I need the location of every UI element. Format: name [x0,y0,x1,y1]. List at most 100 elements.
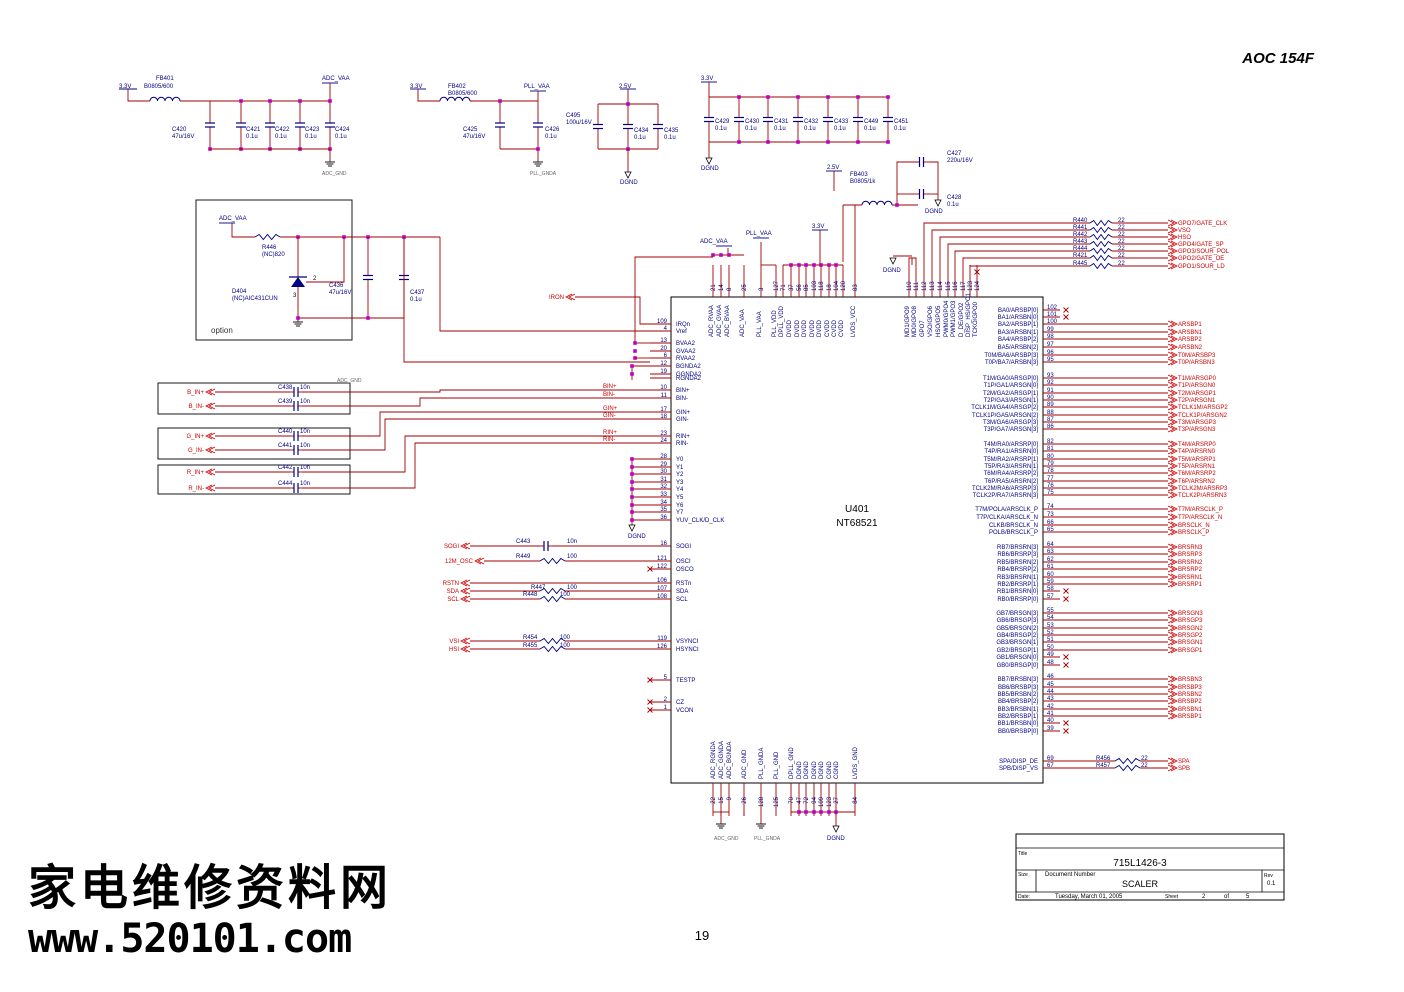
wire [439,237,650,332]
label: 100 [567,585,578,591]
label: Tuesday, March 01, 2005 [1055,894,1123,900]
net-label: GPO1/SOUR_LD [1178,264,1225,270]
pin-number: 56 [797,284,803,291]
rail-label: 2.5V [827,165,839,171]
label: C425 [463,127,478,133]
input-group-box [157,427,351,460]
label: 100 [560,592,571,598]
pin-number: 4 [664,326,668,332]
pin-number: 44 [1047,689,1054,695]
pin-name: GB2/BRSGP[1] [997,648,1039,654]
pin-number: 116 [953,281,959,291]
pin-number: 82 [1047,439,1054,445]
net-flag [1167,425,1178,433]
junction [630,465,634,469]
pin-number: 107 [657,586,668,592]
label: R441 [1073,225,1088,231]
pin-name: GIN- [676,417,689,423]
net-label: ADC_VAA [322,76,350,82]
label: C438 [278,385,293,391]
junction [630,518,634,522]
pin-name: ADC_BVAA [725,305,731,337]
net-flag [1167,521,1178,529]
pin-number: 104 [834,280,840,291]
net-flag [1167,226,1178,234]
pin-number: 69 [1047,756,1054,762]
label: R443 [1073,239,1088,245]
pin-number: 65 [1047,527,1054,533]
label: C423 [305,127,320,133]
label: 0.1u [804,126,816,132]
no-connect [1063,720,1069,726]
pin-number: 120 [841,280,847,291]
rail-label: 3.3V [701,76,713,82]
junction [827,263,831,267]
gnd-label: DGND [827,836,845,842]
wire [923,222,1090,265]
resistor [1089,247,1113,255]
pin-number: 47 [797,796,803,803]
pin-name: GB1/BRSGN[0] [996,655,1038,661]
label: 5 [1246,894,1250,900]
wire [302,397,650,407]
pin-name: BB4/BRSBP[2] [998,699,1038,705]
pin-name: LVDS_GND [853,746,859,779]
net-flag [474,557,485,565]
chip-part: NT68521 [836,518,878,529]
net-flag [1167,573,1178,581]
pin-number: 123 [827,796,833,807]
pin-name: TCLK1P/GA5/ARSGN[2] [972,413,1038,419]
pin-name: GB6/BRSGP[3] [997,618,1039,624]
pin-name: BB5/BRSBN[2] [998,692,1039,698]
pin-name: GB7/BRSGN[3] [996,611,1038,617]
pin-name: OSCO [676,567,694,573]
pin-number: 109 [819,796,825,807]
pin-number: 125 [774,796,780,807]
wire [962,257,1090,265]
gnd-label: ADC_GND [714,836,739,842]
junction [630,457,634,461]
net-flag [1167,697,1178,705]
model-title: AOC 154F [1241,50,1315,67]
pin-number: 36 [660,515,667,521]
pin-name: BB7/BRSBN[3] [998,677,1039,683]
junction [536,147,540,151]
net-label: B_IN- [189,404,204,410]
pin-number: 119 [657,636,667,642]
label: C426 [545,127,560,133]
net-label: 12M_OSC [445,559,474,565]
junction [834,263,838,267]
net-label: T6M/ARSRP2 [1178,471,1216,477]
pin-name: DGND [797,761,803,779]
label: Size [1018,872,1028,878]
wire [939,236,1090,265]
junction [366,316,370,320]
junction [626,102,630,106]
watermark-url: www.520101.com [28,916,352,962]
pin-number: 55 [1047,608,1054,614]
net-flag [1167,455,1178,463]
resistor [539,595,566,603]
junction [797,263,801,267]
pin-number: 111 [914,281,920,291]
pin-name: TCLK1M/GA4/ARSGP[2] [971,405,1038,411]
pin-name: HSO/GPO5 [936,305,942,337]
pin-number: 46 [1047,674,1054,680]
net-flag [1167,335,1178,343]
gnd-label: DGND [925,209,943,215]
net-label: T0P/ARSBN3 [1178,360,1215,366]
pin-number: 27 [834,796,840,803]
pin-number: 5 [664,675,668,681]
label: 0.1u [634,135,646,141]
pin-number: 29 [660,462,667,468]
net-label: ARSBN2 [1178,345,1203,351]
chip-body [670,296,1044,784]
net-flag [1167,381,1178,389]
pin-name: HSYNCI [676,647,699,653]
pin-number: 127 [774,280,780,291]
pin-number: 85 [804,284,810,291]
pin-name: MD0/GPO8 [912,305,918,337]
chip-ref: U401 [845,504,869,515]
label: B0805/600 [448,91,478,97]
pin-number: 24 [660,438,667,444]
